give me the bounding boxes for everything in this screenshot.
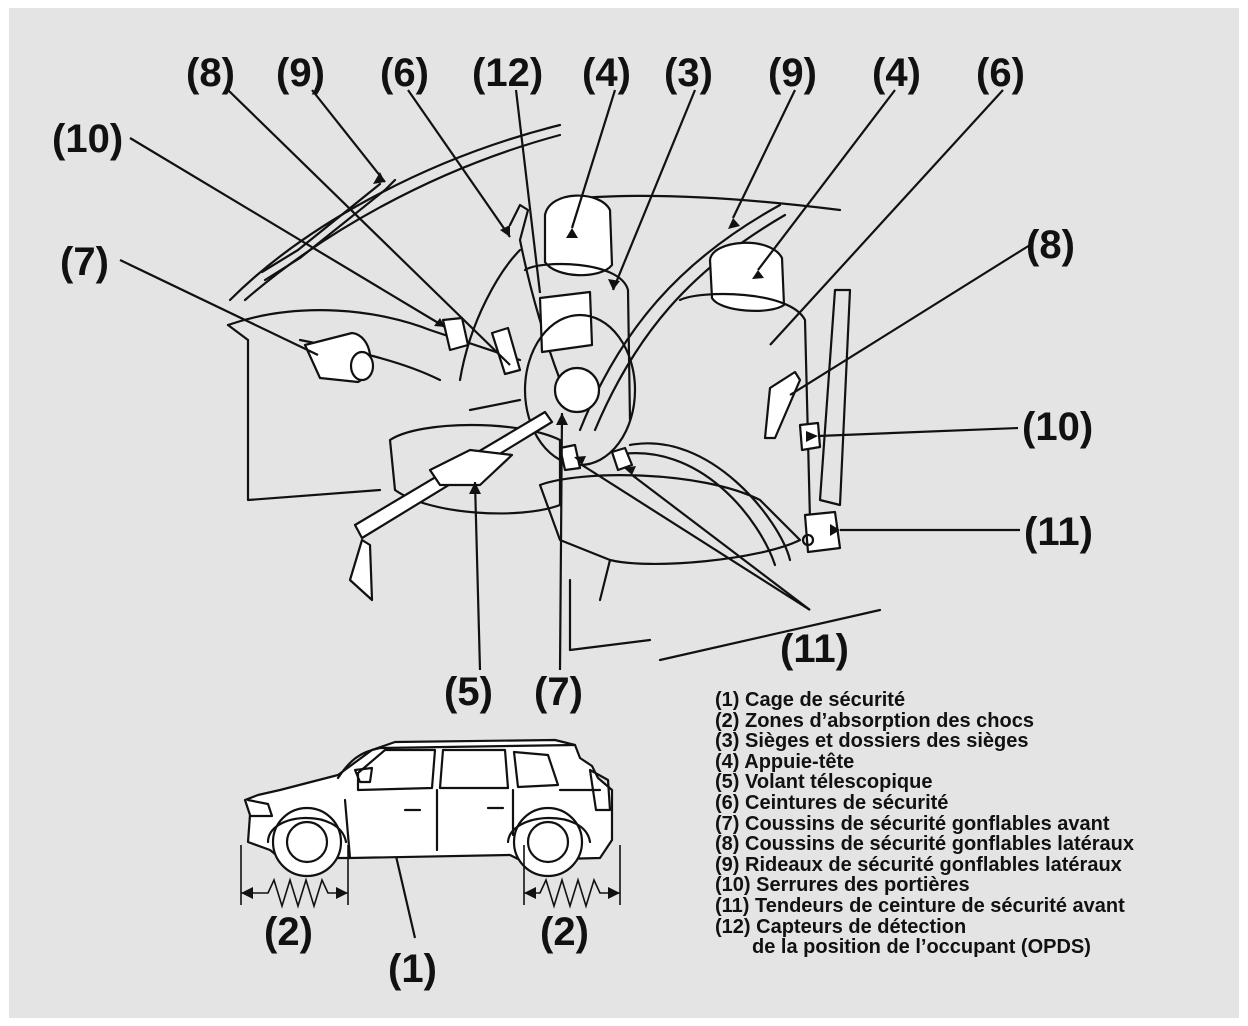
- legend-item: (1) Cage de sécurité: [715, 689, 906, 711]
- callout-labels: (8) (9) (6) (12) (4) (3) (9) (4) (6) (10…: [52, 51, 1093, 991]
- callout-12: (12): [472, 51, 543, 95]
- legend-item: (5) Volant télescopique: [715, 771, 933, 794]
- callout-2-left: (2): [264, 910, 313, 954]
- callout-4-top-right: (4): [872, 51, 921, 95]
- callout-2-right: (2): [540, 910, 589, 954]
- callout-8-right: (8): [1026, 223, 1075, 267]
- crush-zone-arrowheads: [241, 887, 620, 899]
- legend-item: (10) Serrures des portières: [715, 874, 970, 897]
- callout-11-right: (11): [1024, 510, 1093, 554]
- callout-4-top-left: (4): [582, 51, 631, 95]
- callout-7-bottom: (7): [534, 670, 583, 714]
- legend-item-continuation: de la position de l’occupant (OPDS): [752, 936, 1091, 959]
- callout-3: (3): [664, 51, 713, 95]
- leader-lines: [119, 89, 1031, 939]
- legend-item: (4) Appuie-tête: [715, 750, 855, 773]
- callout-1: (1): [388, 947, 437, 991]
- interior-illustration: [226, 123, 882, 662]
- legend-item: (2) Zones d’absorption des chocs: [715, 709, 1034, 732]
- callout-8-top: (8): [186, 51, 235, 95]
- callout-9-top-right: (9): [768, 51, 817, 95]
- vehicle-side-view: [243, 738, 614, 878]
- callout-10-left: (10): [52, 117, 123, 161]
- diagram-panel: [9, 8, 1239, 1018]
- callout-6-top-right: (6): [976, 51, 1025, 95]
- legend: (1) Cage de sécurité (2) Zones d’absorpt…: [715, 690, 1134, 958]
- legend-item: (7) Coussins de sécurité gonflables avan…: [715, 812, 1110, 835]
- crush-zones: [240, 845, 621, 909]
- legend-item: (9) Rideaux de sécurité gonflables latér…: [715, 853, 1122, 876]
- legend-item: (12) Capteurs de détection: [715, 915, 967, 938]
- callout-11-bottom: (11): [780, 627, 849, 671]
- legend-item: (6) Ceintures de sécurité: [715, 791, 949, 814]
- legend-item: (8) Coussins de sécurité gonflables laté…: [715, 833, 1135, 856]
- legend-item: (3) Sièges et dossiers des sièges: [715, 730, 1029, 753]
- legend-item: (11) Tendeurs de ceinture de sécurité av…: [715, 894, 1125, 917]
- callout-9-top-left: (9): [276, 51, 325, 95]
- callout-7-left: (7): [60, 240, 109, 284]
- callout-5: (5): [444, 670, 493, 714]
- callout-6-top-left: (6): [380, 51, 429, 95]
- callout-10-right: (10): [1022, 405, 1093, 449]
